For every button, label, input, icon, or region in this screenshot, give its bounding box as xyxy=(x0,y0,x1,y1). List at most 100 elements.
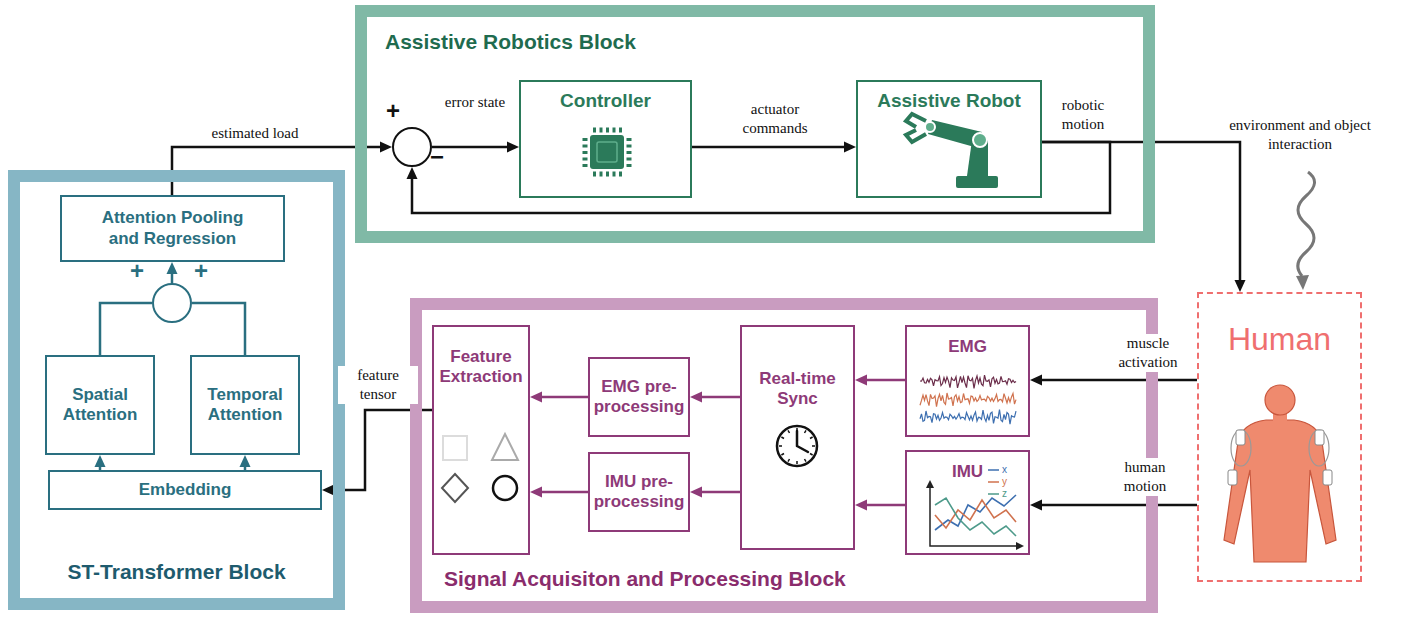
drawing-stroke xyxy=(935,498,1016,536)
node-label: IMU xyxy=(952,462,983,482)
drawing-stroke xyxy=(1042,142,1240,281)
node-label: IMU pre-processing xyxy=(594,472,685,513)
edge-label: estimated load xyxy=(200,124,310,143)
drawing-stroke xyxy=(690,392,702,403)
node-label: Spatial Attention xyxy=(51,385,149,426)
drawing-stroke xyxy=(988,469,999,471)
imu-plot xyxy=(926,470,1024,550)
drawing-stroke xyxy=(973,133,987,147)
drawing-stroke xyxy=(930,482,1022,546)
connector xyxy=(95,455,106,470)
process-box: Feature Extraction xyxy=(432,325,530,555)
robot-arm-icon xyxy=(906,114,998,188)
node-label: EMG pre-processing xyxy=(594,377,685,418)
drawing-stroke xyxy=(906,114,926,142)
drawing-stroke xyxy=(192,303,245,355)
drawing-stroke xyxy=(1041,379,1197,382)
drawing-stroke xyxy=(95,455,106,467)
edge-label: muscle activation xyxy=(1108,334,1188,372)
drawing-stroke xyxy=(920,393,1016,407)
drawing-stroke xyxy=(1265,385,1295,415)
drawing-stroke xyxy=(507,142,519,153)
drawing-stroke xyxy=(812,445,815,447)
process-box: Attention Pooling and Regression xyxy=(60,195,285,262)
drawing-stroke xyxy=(590,135,624,169)
drawing-stroke xyxy=(1309,430,1329,466)
feature-shapes xyxy=(442,434,518,502)
drawing-stroke xyxy=(796,461,798,464)
human-region: Human xyxy=(1197,292,1362,582)
drawing-stroke xyxy=(788,459,790,462)
drawing-stroke xyxy=(1228,470,1237,485)
summing-junction: +− xyxy=(392,127,432,167)
drawing-stroke xyxy=(988,481,999,483)
drawing-stroke xyxy=(593,172,622,177)
connector xyxy=(167,262,178,283)
drawing-stroke xyxy=(810,454,813,456)
drawing-stroke xyxy=(407,167,418,179)
drawing-stroke xyxy=(779,428,815,464)
drawing-stroke xyxy=(240,455,251,467)
drawing-stroke xyxy=(593,128,622,133)
process-box: IMU pre-processing xyxy=(588,452,690,532)
drawing-stroke xyxy=(597,142,617,162)
process-box: Controller xyxy=(519,80,692,198)
connector xyxy=(690,487,740,498)
process-box: Embedding xyxy=(48,470,322,510)
drawing-stroke xyxy=(781,454,784,456)
drawing-stroke xyxy=(1030,500,1042,511)
edge-label: actuator commands xyxy=(722,100,828,138)
annotation: environment and object interaction xyxy=(1222,116,1378,154)
drawing-stroke xyxy=(926,480,1024,550)
connector xyxy=(530,487,588,498)
emg-waveform xyxy=(920,375,1016,424)
drawing-stroke xyxy=(779,445,782,447)
drawing-stroke xyxy=(690,487,702,498)
drawing-stroke xyxy=(777,426,817,466)
node-label: Temporal Attention xyxy=(196,385,294,426)
drawing-stroke xyxy=(493,476,517,500)
drawing-stroke xyxy=(956,176,998,188)
human-figure xyxy=(1224,385,1336,562)
drawing-stroke xyxy=(492,434,518,460)
drawing-stroke xyxy=(322,485,334,496)
connector xyxy=(692,142,856,153)
drawing-stroke xyxy=(583,138,588,167)
drawing-stroke xyxy=(1030,375,1042,386)
node-label: Real-time Sync xyxy=(746,369,849,410)
drawing-stroke xyxy=(788,430,790,433)
process-box: Temporal Attention xyxy=(190,355,300,455)
drawing-stroke xyxy=(412,142,1110,213)
connector xyxy=(100,303,152,355)
drawing-stroke xyxy=(1231,430,1251,466)
axis-label: x xyxy=(1002,463,1014,477)
node-label: EMG xyxy=(948,337,987,357)
sign-label: + xyxy=(130,259,144,283)
drawing-stroke xyxy=(920,410,1016,425)
edge-label: robotic motion xyxy=(1046,96,1120,134)
drawing-stroke xyxy=(701,491,740,494)
drawing-stroke xyxy=(1041,504,1197,507)
edge-label: human motion xyxy=(1110,458,1180,496)
drawing-stroke xyxy=(541,396,588,399)
block-title: ST-Transformer Block xyxy=(67,559,285,584)
drawing-stroke xyxy=(805,459,807,462)
clock-icon xyxy=(777,426,817,466)
connector xyxy=(855,500,905,511)
drawing-stroke xyxy=(530,392,542,403)
drawing-stroke xyxy=(855,375,867,386)
connector xyxy=(1030,375,1197,386)
block-title: Assistive Robotics Block xyxy=(385,29,636,54)
node-label: Human xyxy=(1228,320,1331,358)
drawing-stroke xyxy=(988,493,999,495)
drawing-stroke xyxy=(866,379,905,382)
sensor-box: IMU xyxy=(905,450,1030,555)
drawing-stroke xyxy=(925,122,935,132)
connector xyxy=(240,455,251,470)
sign-label: − xyxy=(430,145,444,169)
axis-label: y xyxy=(1002,475,1014,489)
drawing-stroke xyxy=(442,474,468,502)
connector xyxy=(432,142,519,153)
drawing-stroke xyxy=(100,303,152,355)
